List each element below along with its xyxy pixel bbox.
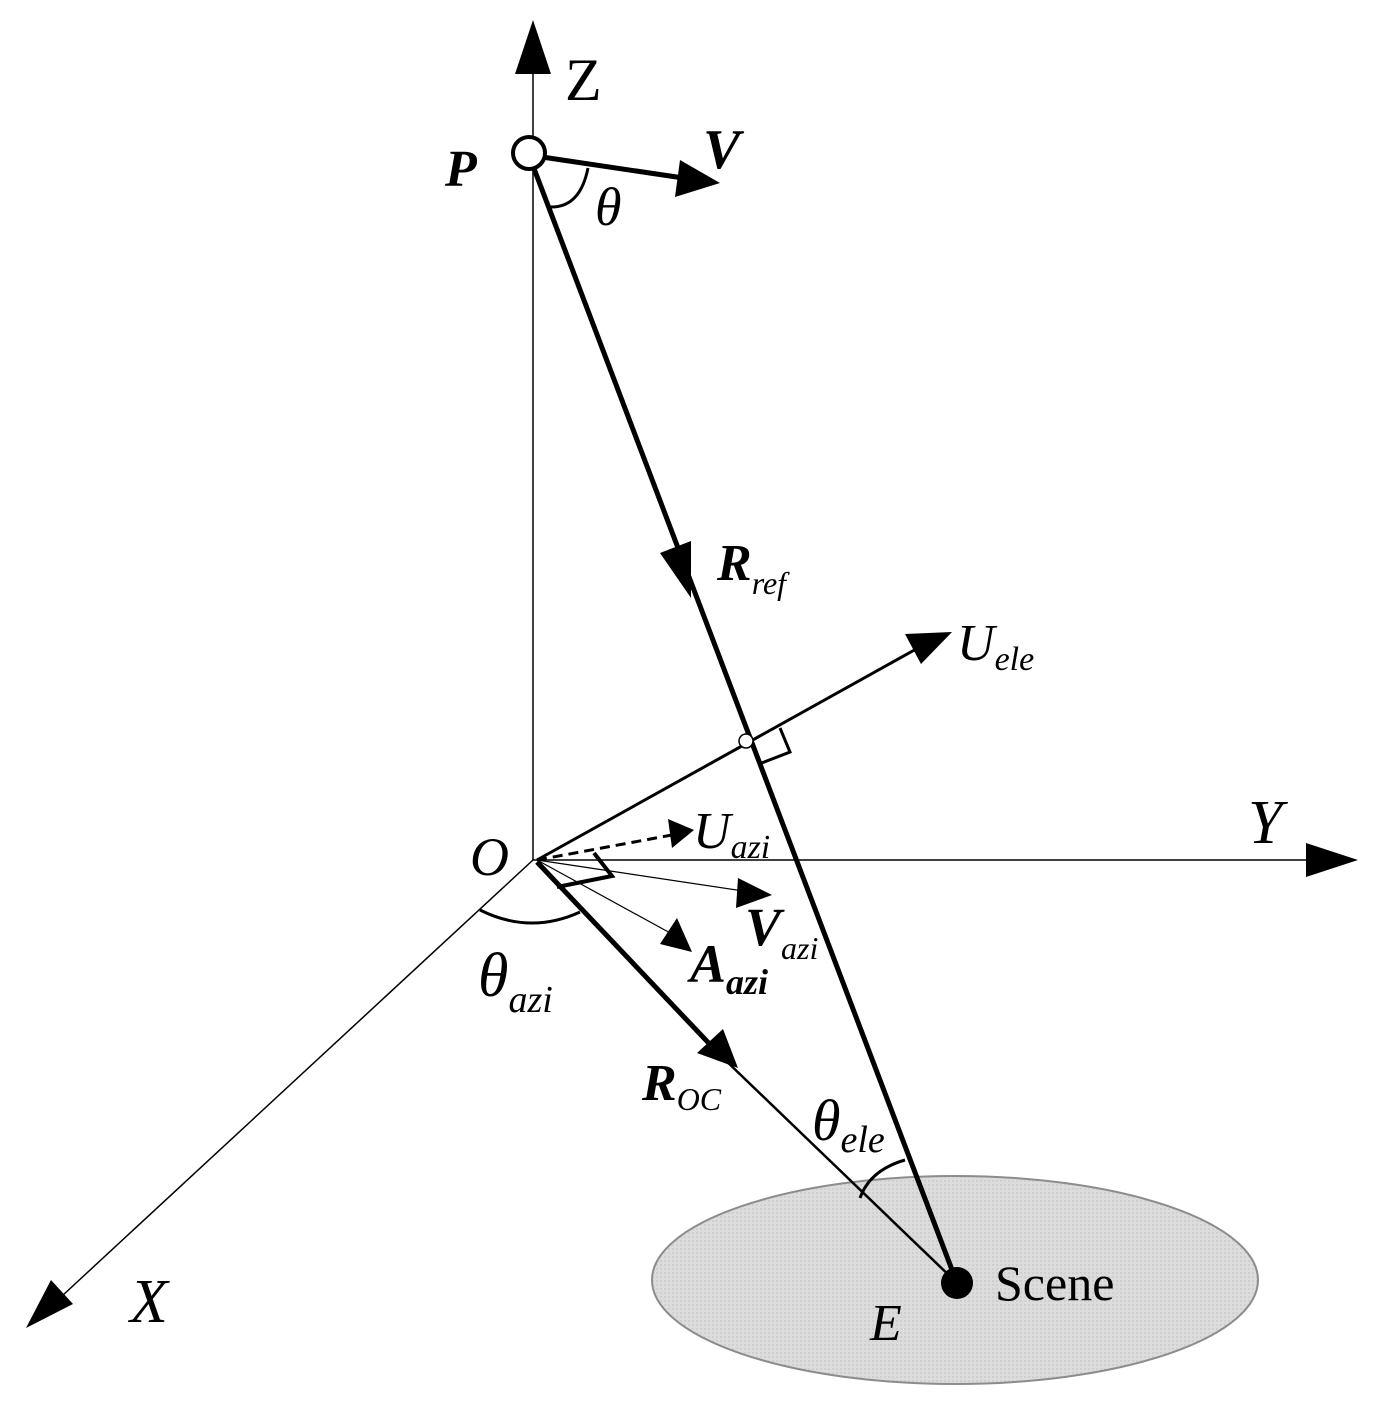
v-azi-arrowhead xyxy=(736,878,772,908)
theta-arc xyxy=(549,167,590,209)
point-p xyxy=(511,135,547,171)
r-ref-label: Rref xyxy=(716,535,790,601)
u-ele-line xyxy=(536,646,919,862)
a-azi-label: Aazi xyxy=(687,934,768,1002)
r-ref-line xyxy=(527,157,960,1284)
v-arrowhead xyxy=(675,160,720,197)
u-ele-arrowhead xyxy=(905,632,952,664)
u-ele-label: Uele xyxy=(957,615,1034,678)
theta-azi-arc xyxy=(479,908,581,925)
r-oc-line xyxy=(535,860,722,1057)
scene-point xyxy=(941,1267,973,1299)
foot-point xyxy=(738,733,754,749)
x-axis-arrowhead xyxy=(26,1280,73,1328)
r-ref-arrowhead xyxy=(660,541,691,598)
theta-ele-arc xyxy=(858,1158,906,1199)
u-azi-label: Uazi xyxy=(693,803,770,866)
v-vector xyxy=(541,154,691,182)
theta-label: θ xyxy=(595,177,622,237)
u-azi-line xyxy=(536,833,673,862)
x-axis xyxy=(61,859,534,1297)
x-axis-label: X xyxy=(127,1268,170,1336)
y-axis-arrowhead xyxy=(1306,843,1358,877)
z-axis-label: Z xyxy=(565,47,602,113)
azi-right-angle xyxy=(556,851,616,889)
theta-ele-label: θele xyxy=(812,1088,885,1161)
v-label: V xyxy=(703,119,745,181)
scene-label: Scene xyxy=(995,1255,1114,1311)
theta-azi-label: θazi xyxy=(478,942,553,1021)
point-e-label: E xyxy=(869,1295,902,1352)
a-azi-line xyxy=(536,859,673,935)
v-azi-label: Vazi xyxy=(745,897,818,966)
r-oc-label: ROC xyxy=(641,1055,722,1117)
a-azi-arrowhead xyxy=(660,918,692,952)
u-azi-arrowhead xyxy=(668,819,694,848)
u-ele-right-angle xyxy=(758,727,792,766)
r-oc-arrowhead xyxy=(697,1029,738,1068)
y-axis-label: Y xyxy=(1248,789,1288,857)
r-oc-line-tail xyxy=(719,1054,958,1284)
origin-label: O xyxy=(470,827,509,887)
point-p-label: P xyxy=(444,141,478,198)
v-azi-line xyxy=(536,859,751,893)
z-axis-arrowhead xyxy=(515,20,551,74)
